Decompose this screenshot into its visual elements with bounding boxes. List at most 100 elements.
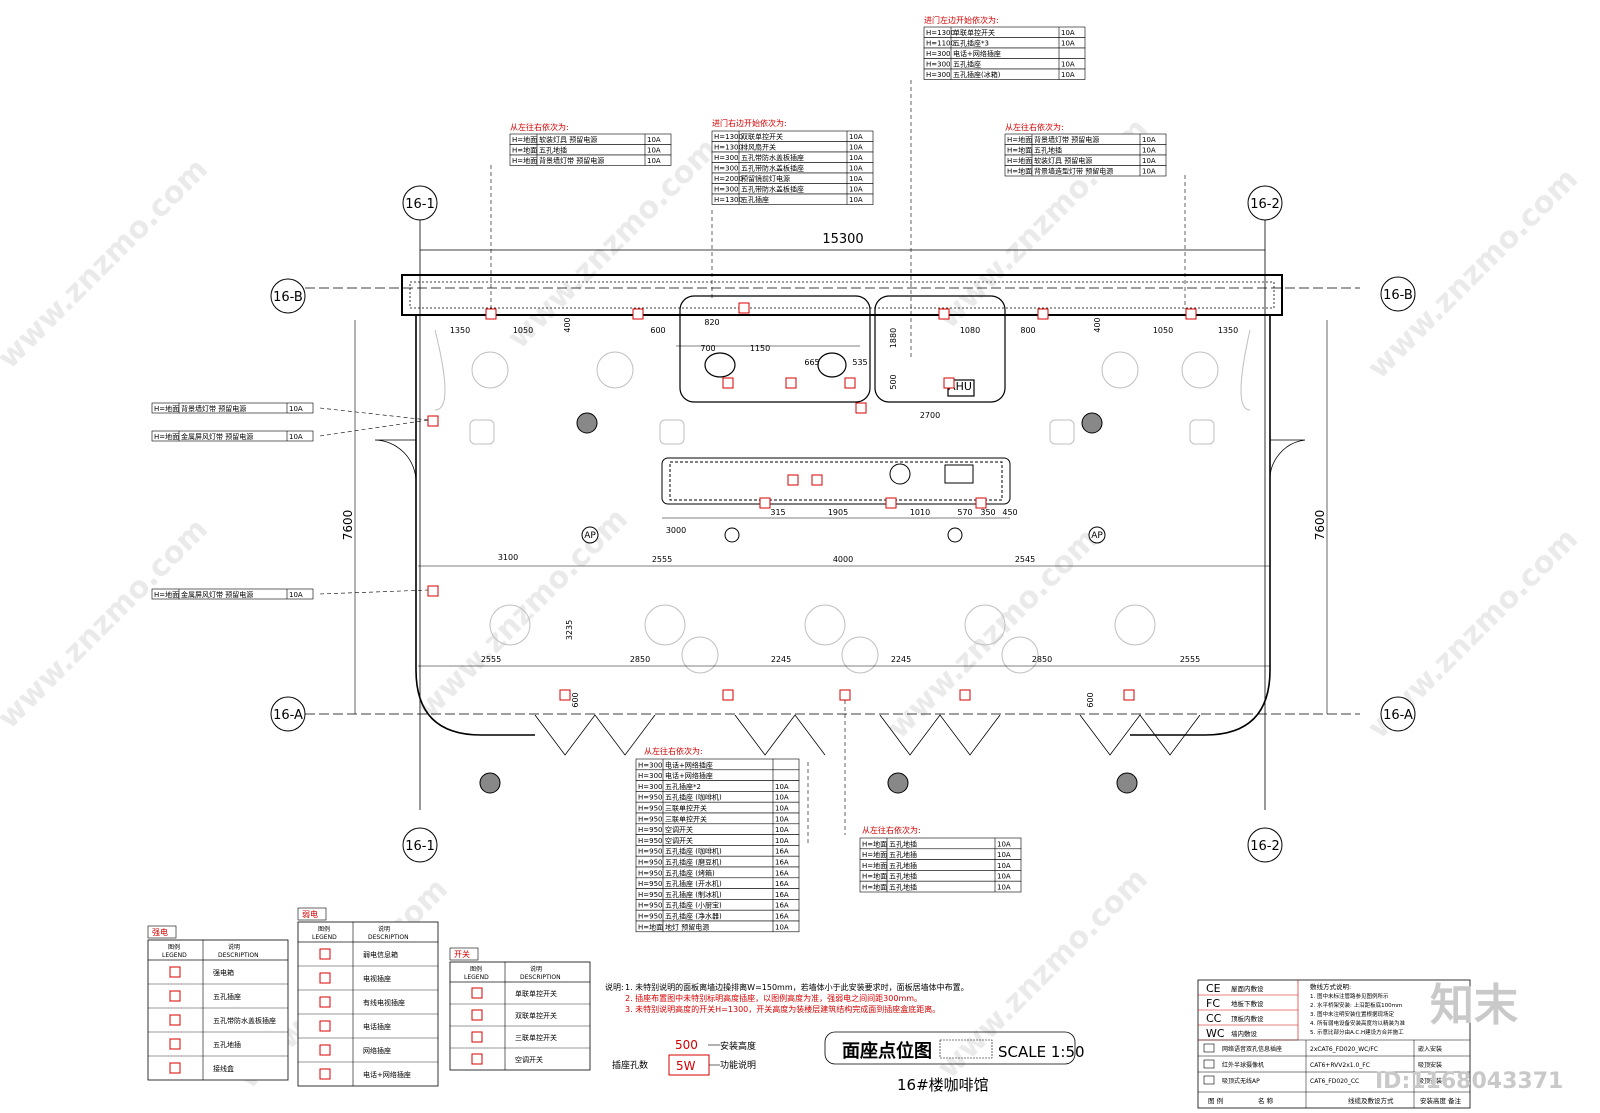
table-cell: H=地面: [154, 590, 179, 599]
table-cell: 软装灯具 预留电源: [539, 135, 597, 144]
footer-cell: 备注: [1448, 1096, 1462, 1105]
table-cell: 10A: [849, 196, 863, 204]
dimension-label: 2555: [1180, 655, 1200, 664]
table-cell: 10A: [849, 165, 863, 173]
axis-label-b-left: 16-B: [273, 290, 303, 305]
drawing-subtitle: 16#楼咖啡馆: [897, 1076, 989, 1094]
table-cell: H=地面: [638, 922, 663, 931]
legend-weak: 弱电图例LEGEND说明DESCRIPTION弱电信息箱电视插座有线电视插座电话…: [297, 907, 439, 1087]
dimension-height-left: 7600: [341, 510, 355, 541]
legend-symbol-icon: [471, 1053, 483, 1065]
legend-header: LEGEND: [464, 974, 489, 981]
table-cell: 10A: [775, 815, 789, 823]
table-cell: 五孔插座*3: [953, 39, 989, 48]
legend-item: 五孔地插: [213, 1040, 241, 1049]
table-heading: 从左往右依次为:: [862, 825, 921, 835]
dimension-labels: 1350 1050 400 600 820 700 1150 665 535 1…: [450, 317, 1238, 707]
table-cell: 10A: [1061, 29, 1075, 37]
dimension-label: 450: [1002, 508, 1017, 517]
note-line: 2. 插座布置图中未特别标明高度插座，以图例高度为准，强弱电之间间距300mm。: [625, 993, 922, 1003]
axis-label-bottom-right: 16-2: [1250, 839, 1280, 854]
table-cell: H=1300: [926, 29, 955, 37]
table-cell: 双联单控开关: [741, 132, 783, 141]
legend-header: 说明: [530, 965, 542, 973]
table-cell: 10A: [849, 186, 863, 194]
structural-columns: [479, 412, 1138, 794]
bar-counter: [661, 457, 1011, 505]
legend-item: 有线电视插座: [363, 998, 405, 1007]
legend-title: 弱电: [302, 909, 318, 919]
table-cell: H=地面: [512, 146, 537, 155]
dimension-label: 600: [1086, 692, 1095, 707]
legend-item: 三联单控开关: [515, 1033, 557, 1042]
dimension-label: 2555: [481, 655, 501, 664]
legend-switch: 开关图例LEGEND说明DESCRIPTION单联单控开关双联单控开关三联单控开…: [449, 947, 591, 1071]
table-cell: H=地面: [1007, 146, 1032, 155]
notes-title: 敷线方式说明:: [1310, 982, 1351, 991]
table-cell: 五孔插座*2: [665, 782, 701, 791]
legend-header: 图例: [318, 925, 330, 933]
table-cell: 背景墙灯带 预留电源: [181, 404, 246, 413]
brand-id: ID:1168043371: [1375, 1069, 1563, 1094]
code-desc: 顶板内敷设: [1231, 1014, 1264, 1023]
dimension-label: 1880: [889, 328, 898, 348]
dimension-label: 2245: [771, 655, 791, 664]
table-cell: H=2000: [714, 175, 743, 183]
drawing-scale: SCALE 1:50: [998, 1043, 1085, 1061]
legend-header: 图例: [168, 943, 180, 951]
key-height-label: 安装高度: [720, 1040, 756, 1052]
ap-label: AP: [1091, 531, 1103, 541]
table-cell: 10A: [775, 794, 789, 802]
title-block: 面座点位图 SCALE 1:50 16#楼咖啡馆: [824, 1031, 1085, 1094]
dimension-label: 2555: [652, 555, 672, 564]
table-cell: 16A: [775, 902, 789, 910]
dimension-label: 820: [704, 318, 719, 327]
table-cell: 16A: [775, 880, 789, 888]
table-cell: H=950: [638, 794, 663, 802]
table-cell: H=950: [638, 913, 663, 921]
axis-label-b-right: 16-B: [1383, 288, 1413, 303]
dimension-label: 4000: [833, 555, 853, 564]
legend-symbol-icon: [319, 1068, 331, 1080]
legend-item: 五孔插座: [213, 992, 241, 1001]
table-cell: H=地面: [512, 135, 537, 144]
system-cell: CAT6+RVV2x1.0_FC: [1310, 1062, 1370, 1069]
table-cell: 五孔插座 (咖啡机): [665, 847, 722, 856]
code-desc: 墙内敷设: [1231, 1029, 1258, 1038]
table-cell: 16A: [775, 859, 789, 867]
watermark-text: www.znzmo.com: [0, 152, 215, 376]
table-cell: H=950: [638, 880, 663, 888]
dimension-overall-width: 15300: [822, 232, 863, 247]
legend-item: 电话+网络插座: [363, 1070, 411, 1079]
table-cell: 10A: [997, 873, 1011, 881]
table-cell: 五孔插座: [741, 195, 769, 204]
table-cell: 10A: [775, 826, 789, 834]
dimension-label: 3000: [666, 526, 686, 535]
axis-label-top-right: 16-2: [1250, 197, 1280, 212]
table-cell: 地灯 预留电源: [665, 922, 709, 931]
table-cell: 五孔地插: [889, 883, 917, 892]
leader-lines: [319, 80, 1186, 845]
legend-header: 图例: [470, 965, 482, 973]
code-label: WC: [1206, 1027, 1225, 1040]
dimension-label: 3100: [498, 553, 518, 562]
legend-item: 网络插座: [363, 1046, 391, 1055]
